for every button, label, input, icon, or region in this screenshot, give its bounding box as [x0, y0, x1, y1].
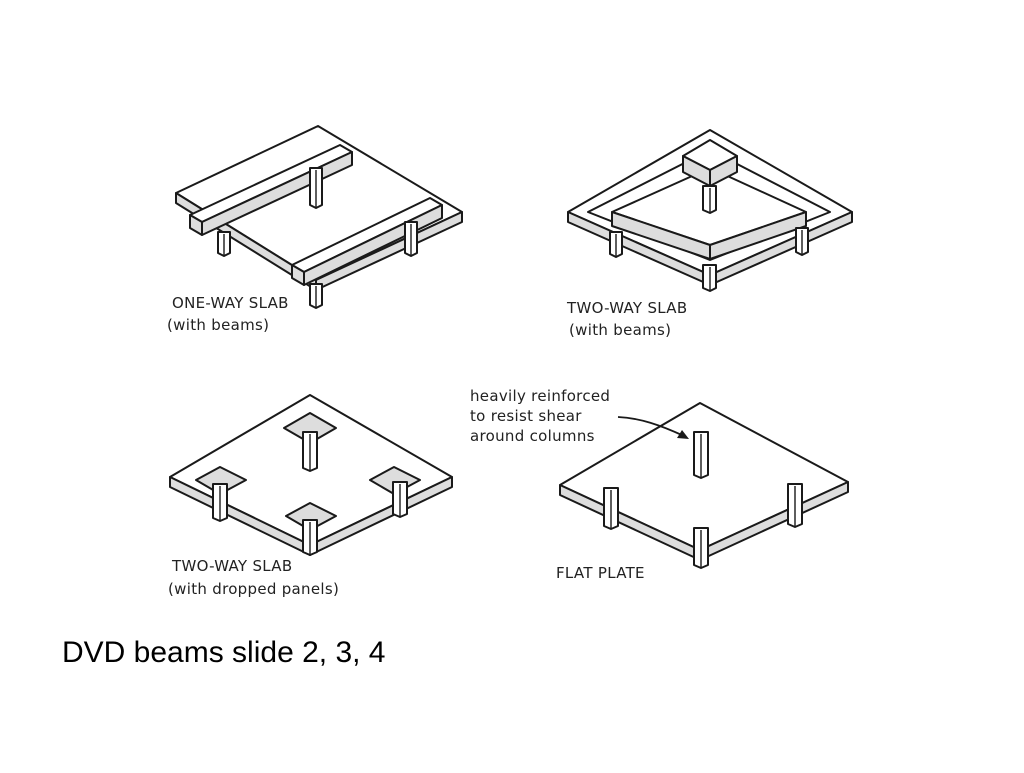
two-way-slab-dropped-panels-drawing [169, 394, 453, 556]
diagram-title: TWO-WAY SLAB [566, 299, 687, 317]
column [693, 527, 709, 569]
column [404, 221, 418, 257]
column [302, 431, 318, 472]
one-way-slab-drawing [175, 125, 463, 309]
diagram-subtitle: (with beams) [167, 316, 269, 334]
diagram-title: FLAT PLATE [556, 564, 645, 582]
column [217, 231, 231, 257]
column [795, 227, 809, 256]
column [609, 231, 623, 258]
diagram-title: ONE-WAY SLAB [172, 294, 289, 312]
diagram-title: TWO-WAY SLAB [171, 557, 292, 575]
flat-plate-drawing [559, 402, 849, 569]
annotation-line: around columns [470, 427, 595, 445]
column [702, 264, 717, 292]
column [603, 487, 619, 530]
column [302, 519, 318, 556]
column [702, 185, 717, 214]
annotation-line: heavily reinforced [470, 387, 610, 405]
column [212, 483, 228, 522]
column [787, 483, 803, 528]
column [392, 481, 408, 518]
column [309, 283, 323, 309]
diagram-subtitle: (with dropped panels) [168, 580, 339, 598]
annotation: heavily reinforced to resist shear aroun… [470, 387, 689, 445]
column [309, 167, 323, 209]
annotation-line: to resist shear [470, 407, 582, 425]
slide-caption: DVD beams slide 2, 3, 4 [62, 636, 386, 669]
annotation-arrow [617, 416, 685, 437]
column [693, 431, 709, 479]
arrowhead-icon [677, 430, 689, 439]
two-way-slab-beams-drawing [567, 129, 853, 292]
diagram-subtitle: (with beams) [569, 321, 671, 339]
